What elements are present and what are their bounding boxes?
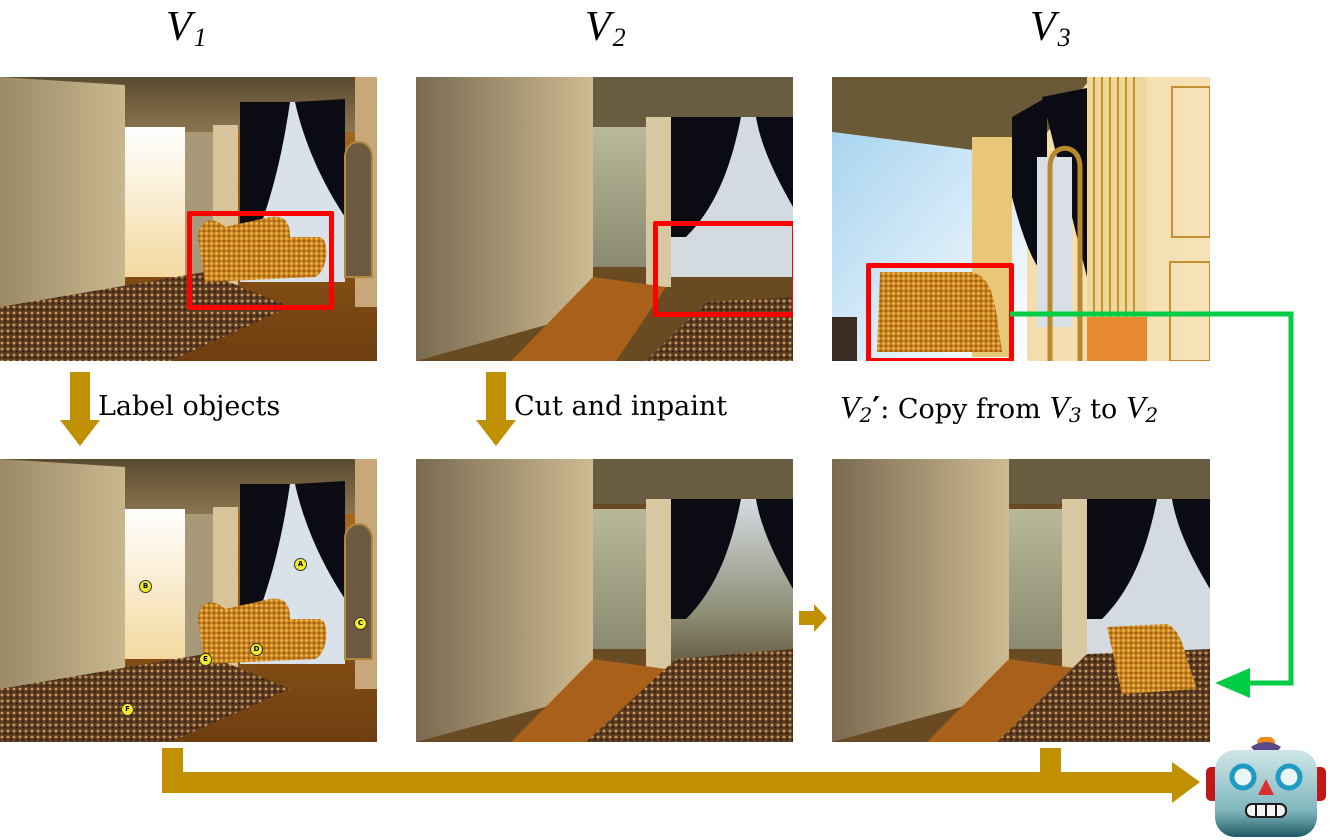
room-scene-v1: [0, 77, 377, 361]
flow-to-agent-arrow: [162, 748, 1200, 803]
caption-text: : Copy from: [880, 394, 1050, 425]
highlight-box-sofa-v1: [187, 211, 334, 310]
highlight-box-sofa-v3: [866, 263, 1014, 361]
subscript: 2: [1145, 403, 1159, 427]
image-v2-original: [416, 77, 793, 361]
image-v2-prime-composite: [832, 459, 1210, 742]
object-marker-e: E: [199, 653, 212, 666]
right-arrow-small: [799, 604, 827, 632]
room-scene-v2-inpainted: [416, 459, 793, 742]
step-label-objects: Label objects: [98, 391, 281, 422]
title-var: V: [1030, 4, 1056, 50]
column-title-v2: V2: [585, 4, 626, 51]
room-scene-v1-labeled: [0, 459, 377, 742]
copy-connector-arrow: [1010, 311, 1294, 698]
title-subscript: 3: [1057, 23, 1071, 52]
object-marker-d: D: [250, 643, 263, 656]
prime-mark: ′: [872, 391, 881, 426]
step-copy-caption: V2′: Copy from V3 to V2: [840, 389, 1159, 427]
image-v1-original: [0, 77, 377, 361]
room-scene-v2-prime: [832, 459, 1210, 742]
step-cut-inpaint: Cut and inpaint: [514, 391, 728, 422]
column-title-v1: V1: [166, 4, 207, 51]
object-marker-f: F: [121, 703, 134, 716]
object-marker-c: C: [354, 617, 367, 630]
image-v1-labeled: [0, 459, 377, 742]
down-arrow-inpaint: [476, 372, 516, 446]
image-v2-inpainted: [416, 459, 793, 742]
caption-text: to: [1081, 394, 1126, 425]
room-scene-v2: [416, 77, 793, 361]
title-var: V: [585, 4, 611, 50]
var-v: V: [840, 389, 860, 425]
var-v: V: [1049, 389, 1069, 425]
object-marker-b: B: [139, 580, 152, 593]
highlight-box-sofa-v2: [653, 221, 793, 317]
subscript: 2: [859, 403, 873, 427]
title-subscript: 2: [612, 23, 626, 52]
subscript: 3: [1068, 403, 1082, 427]
var-v: V: [1125, 389, 1146, 425]
down-arrow-label: [60, 372, 100, 446]
object-marker-a: A: [294, 558, 307, 571]
title-subscript: 1: [193, 23, 207, 52]
column-title-v3: V3: [1030, 4, 1071, 51]
robot-agent-icon: [1206, 737, 1326, 837]
title-var: V: [166, 4, 192, 50]
